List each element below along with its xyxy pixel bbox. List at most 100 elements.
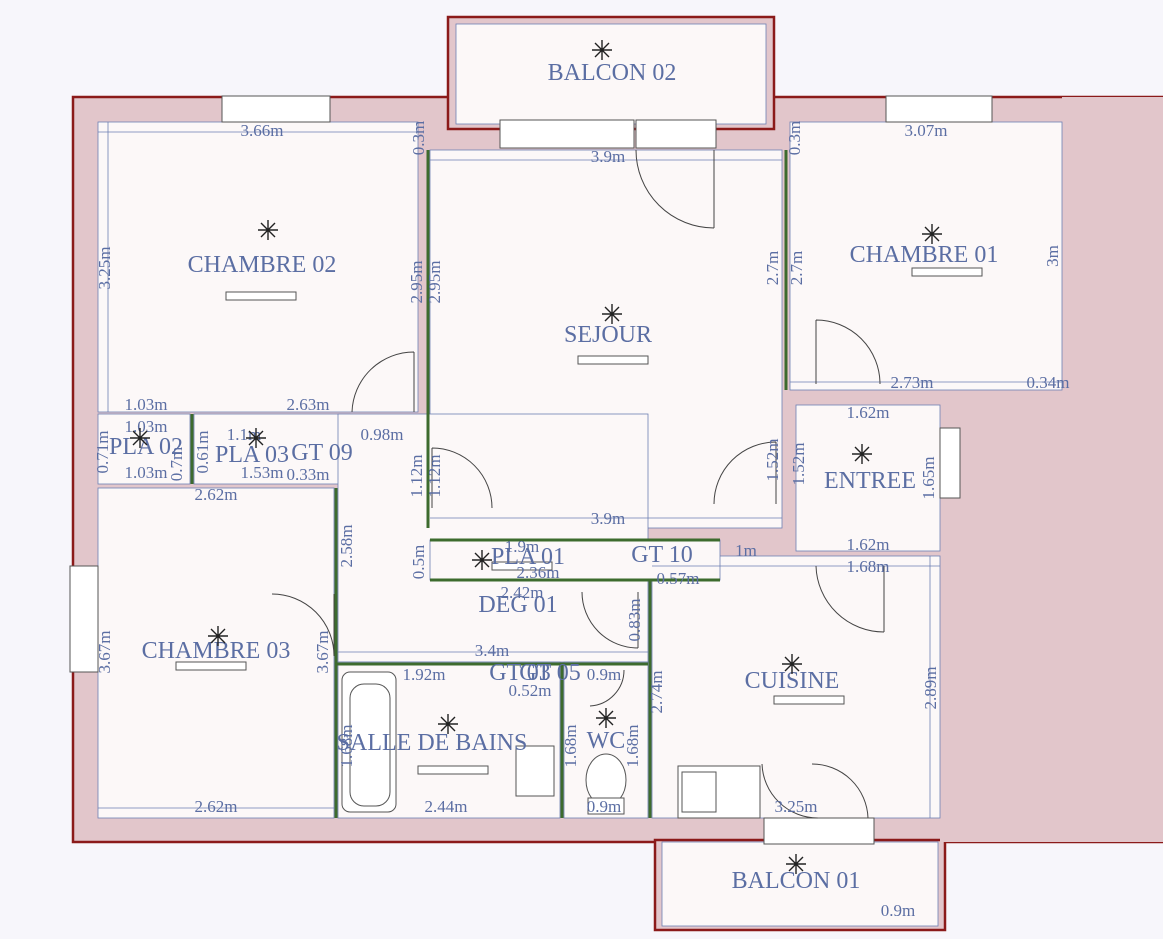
dim-label: 2.95m: [425, 261, 444, 304]
dim-label: 2.63m: [287, 395, 330, 414]
ceiling-lights: [130, 40, 942, 874]
dim-label: 2.36m: [517, 563, 560, 582]
dim-label: 0.61m: [193, 431, 212, 474]
dim-label: 2.95m: [407, 261, 426, 304]
dim-label: 2.74m: [647, 671, 666, 714]
dim-label: 0.98m: [361, 425, 404, 444]
dim-label: 1.12m: [407, 455, 426, 498]
dim-label: 2.7m: [763, 251, 782, 285]
light-icon: [782, 654, 802, 674]
dim-label: 1.68m: [337, 725, 356, 768]
pla-03-floor: [193, 413, 351, 485]
dim-label: 3.9m: [591, 509, 625, 528]
light-icon: [852, 444, 872, 464]
dim-label: 1.53m: [241, 463, 284, 482]
dimension-labels: 3.66m 0.3m 3.9m 0.3m 3.07m 3.25m 2.95m 2…: [93, 121, 1069, 920]
dim-label: 0.9m: [587, 797, 621, 816]
light-icon: [922, 224, 942, 244]
dim-label: 1.92m: [403, 665, 446, 684]
dim-label: 3.67m: [95, 631, 114, 674]
entree-floor: [795, 404, 941, 552]
dim-label: 2.62m: [195, 485, 238, 504]
dim-label: 3.4m: [475, 641, 509, 660]
label-sejour: SEJOUR: [564, 322, 652, 348]
light-icon: [130, 428, 150, 448]
dimension-lines: [98, 122, 1062, 818]
balcon-02-floor: [455, 23, 767, 125]
light-icon: [592, 40, 612, 60]
chambre-01-floor: [789, 121, 1063, 391]
dim-label: 0.34m: [1027, 373, 1070, 392]
dim-label: 1.62m: [847, 535, 890, 554]
dim-label: 2.7m: [787, 251, 806, 285]
dim-label: 0.3m: [785, 121, 804, 155]
dim-label: 1.68m: [623, 725, 642, 768]
label-salle-de-bains: SALLE DE BAINS: [337, 730, 528, 756]
doors: [271, 149, 885, 819]
label-deg-01: DEG 01: [478, 592, 557, 618]
chambre-03-floor: [97, 487, 335, 819]
label-pla-01: PLA 01: [491, 544, 565, 570]
dim-label: 1.1m: [227, 425, 261, 444]
dim-label: 1.52m: [789, 443, 808, 486]
dim-label: 1.9m: [505, 537, 539, 556]
dim-label: 1.62m: [847, 403, 890, 422]
dim-label: 1.52m: [763, 439, 782, 482]
dim-label: 1.68m: [561, 725, 580, 768]
dim-label: 0.3m: [409, 121, 428, 155]
label-pla-03: PLA 03: [215, 442, 289, 468]
dim-label: 3m: [1043, 245, 1062, 267]
dim-label: 2.42m: [501, 583, 544, 602]
dim-label: 2.62m: [195, 797, 238, 816]
pla-02-floor: [97, 413, 191, 485]
interior-partitions: [190, 150, 788, 818]
label-chambre-01: CHAMBRE 01: [850, 242, 999, 268]
bathroom-fixtures: [341, 671, 761, 819]
label-chambre-02: CHAMBRE 02: [188, 252, 337, 278]
dim-label: 2.89m: [921, 667, 940, 710]
dim-label: 3.67m: [313, 631, 332, 674]
radiators: [175, 267, 983, 775]
dim-label: 2.58m: [337, 525, 356, 568]
dim-label: 1.03m: [125, 395, 168, 414]
light-icon: [602, 304, 622, 324]
dim-label: 0.33m: [287, 465, 330, 484]
dim-label: 3.25m: [775, 797, 818, 816]
light-icon: [786, 854, 806, 874]
dim-label: 1.03m: [125, 417, 168, 436]
dim-label: 3.25m: [95, 247, 114, 290]
light-icon: [208, 626, 228, 646]
dim-label: 2.44m: [425, 797, 468, 816]
dim-label: 2.73m: [891, 373, 934, 392]
dim-label: 0.7m: [167, 447, 186, 481]
dim-label: 0.71m: [93, 431, 112, 474]
label-placard-05: GT 05: [519, 660, 581, 686]
dim-label: 0.9m: [587, 665, 621, 684]
dim-label: 0.83m: [625, 599, 644, 642]
exterior-terrace-lower: [940, 400, 1163, 842]
dim-label: 0.5m: [409, 545, 428, 579]
light-icon: [472, 550, 492, 570]
dim-label: 0.52m: [509, 681, 552, 700]
label-entree: ENTREE: [824, 468, 916, 494]
dim-label: 1.65m: [919, 457, 938, 500]
label-placard-10: GT 10: [631, 542, 693, 568]
balcon-01-floor: [661, 841, 939, 927]
light-icon: [258, 220, 278, 240]
dim-label: 1m: [735, 541, 757, 560]
chambre-02-floor: [97, 121, 419, 413]
dim-label: 3.07m: [905, 121, 948, 140]
dim-label: 3.66m: [241, 121, 284, 140]
light-icon: [438, 714, 458, 734]
light-icon: [246, 428, 266, 448]
label-balcon-02: BALCON 02: [548, 60, 677, 86]
label-chambre-03: CHAMBRE 03: [142, 638, 291, 664]
dim-label: 0.9m: [881, 901, 915, 920]
label-wc: WC: [587, 728, 626, 754]
dim-label: 3.9m: [591, 147, 625, 166]
label-placard-09: GT 09: [291, 440, 353, 466]
dim-label: 1.68m: [847, 557, 890, 576]
dim-label: 1.12m: [425, 455, 444, 498]
windows: [69, 95, 993, 845]
